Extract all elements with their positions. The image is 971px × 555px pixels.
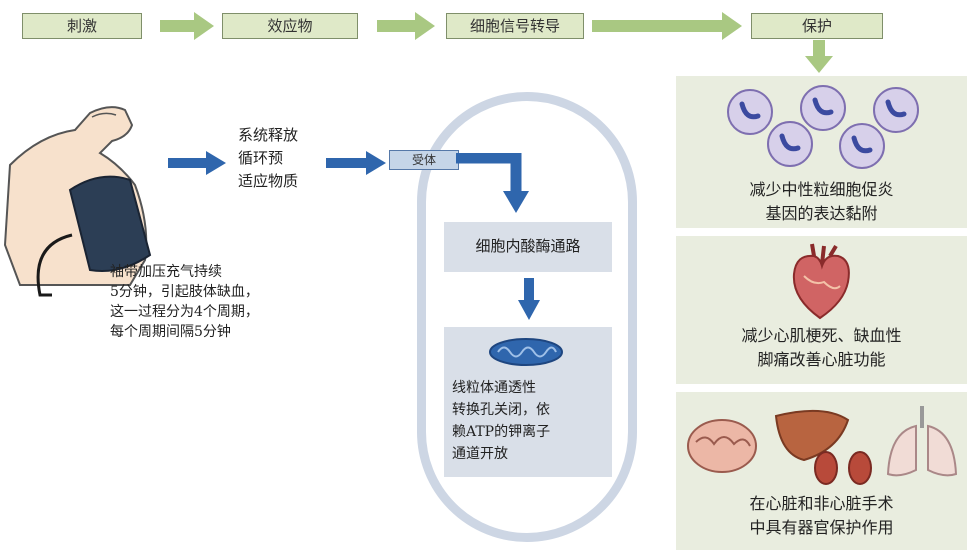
stage-signal-transduction: 细胞信号转导 — [446, 13, 584, 39]
blue-bent-arrow-icon — [456, 153, 529, 213]
protection-text-2: 减少心肌梗死、缺血性 脚痛改善心脏功能 — [741, 326, 902, 369]
stage-stimulus: 刺激 — [22, 13, 142, 39]
brain-icon — [687, 419, 757, 473]
organs-icon — [687, 406, 958, 485]
green-arrow-1-icon — [160, 12, 214, 40]
protection-panel-neutrophil: 减少中性粒细胞促炎 基因的表达黏附 — [676, 76, 967, 228]
blue-arrow-2-icon — [326, 151, 386, 175]
lungs-icon — [886, 406, 958, 477]
liver-icon — [774, 409, 850, 462]
mitochondrion-icon — [489, 338, 563, 366]
green-arrow-3-icon — [592, 12, 742, 40]
blue-down-arrow-icon — [518, 278, 540, 320]
receptor-label: 受体 — [389, 150, 459, 170]
stage-protection: 保护 — [751, 13, 883, 39]
protection-panel-organs: 在心脏和非心脏手术 中具有器官保护作用 — [676, 392, 967, 550]
mitochondria-text: 线粒体通透性 转换孔关闭，依 赖ATP的钾离子 通道开放 — [452, 380, 551, 462]
green-arrow-down-icon — [805, 40, 833, 73]
protection-text-1: 减少中性粒细胞促炎 基因的表达黏附 — [749, 180, 894, 223]
pathway-label: 细胞内酸酶通路 — [475, 237, 581, 255]
effector-text: 系统释放 循环预 适应物质 — [238, 126, 299, 190]
heart-icon — [792, 243, 850, 320]
arm-cuff-illustration — [3, 106, 152, 297]
neutrophil-cells-icon — [727, 85, 919, 169]
protection-text-3: 在心脏和非心脏手术 中具有器官保护作用 — [749, 494, 894, 537]
green-arrow-2-icon — [377, 12, 435, 40]
stimulus-description: 袖带加压充气持续 5分钟，引起肢体缺血， 这一过程分为4个周期， 每个周期间隔5… — [110, 264, 259, 340]
kidneys-icon — [814, 451, 872, 485]
protection-panel-heart: 减少心肌梗死、缺血性 脚痛改善心脏功能 — [676, 236, 967, 384]
pathway-box — [444, 222, 612, 272]
stage-effector: 效应物 — [222, 13, 358, 39]
blue-arrow-1-icon — [168, 151, 226, 175]
